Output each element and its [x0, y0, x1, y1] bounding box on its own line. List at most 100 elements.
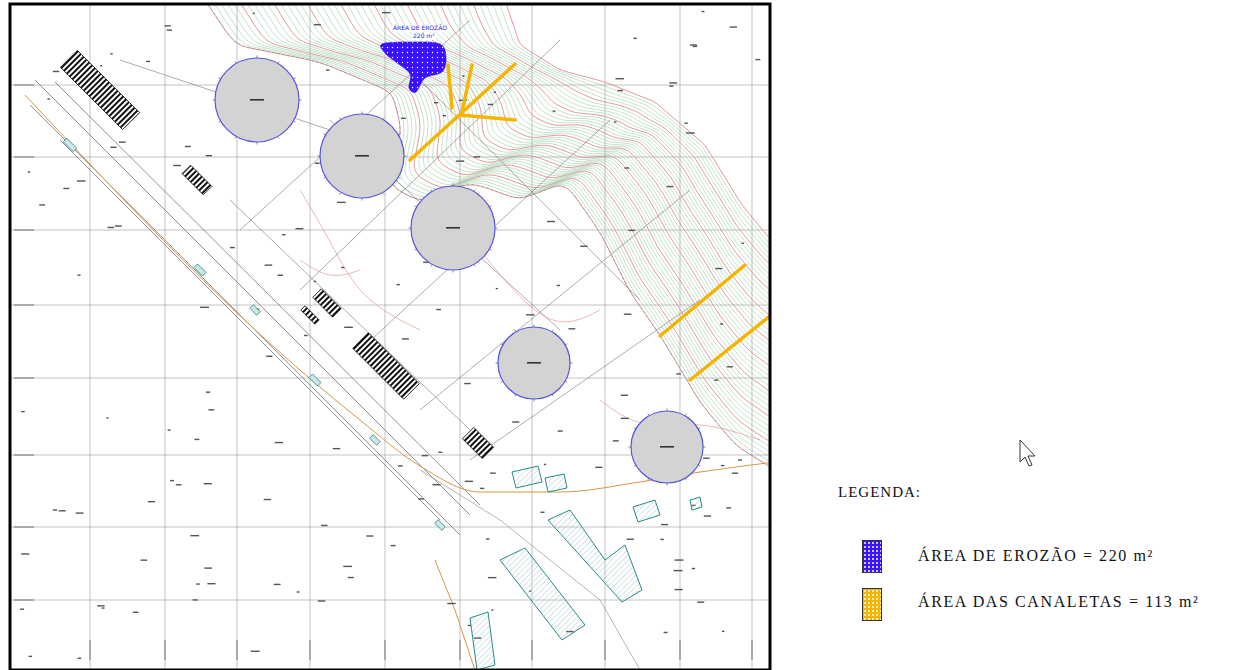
survey-mark [47, 98, 50, 99]
tank-tick [570, 363, 573, 364]
contour-line [265, 5, 769, 425]
contour-line [412, 5, 769, 315]
map-label: 220 m² [412, 33, 436, 40]
tank-tick [629, 447, 632, 448]
contour-line [358, 5, 769, 355]
tank-tick [340, 192, 341, 194]
grid-line [680, 5, 681, 669]
survey-mark [76, 512, 84, 513]
mouse-cursor [1020, 440, 1035, 466]
survey-mark [63, 188, 69, 189]
survey-mark [496, 288, 498, 289]
grid-tick [385, 640, 386, 660]
survey-mark [297, 591, 300, 592]
tank-tag [250, 99, 264, 101]
grid-tick [237, 640, 238, 660]
tank-tick [698, 428, 700, 429]
road-edge [35, 80, 470, 515]
survey-mark [366, 535, 373, 536]
survey-mark [148, 501, 155, 502]
contour-line [325, 5, 769, 380]
survey-mark [146, 61, 150, 62]
survey-mark [21, 411, 25, 412]
grid-tick [605, 640, 606, 660]
survey-mark [275, 442, 283, 443]
tank [320, 114, 404, 198]
map-body [11, 5, 769, 669]
survey-mark [660, 539, 663, 540]
survey-mark [253, 13, 255, 14]
survey-mark [108, 227, 114, 228]
tank-tick [278, 136, 279, 138]
contour-line [405, 5, 769, 320]
survey-mark [721, 465, 724, 466]
survey-mark [282, 234, 285, 235]
survey-mark [474, 156, 480, 157]
hatched-block [301, 306, 319, 324]
tank-tick [474, 189, 475, 191]
grid-line [11, 230, 769, 231]
survey-mark [53, 71, 59, 72]
survey-mark [526, 314, 534, 315]
tank-tick [474, 264, 475, 266]
survey-mark [624, 167, 629, 168]
tank-tick [552, 330, 553, 332]
tank-tick [293, 121, 295, 122]
survey-mark [693, 46, 698, 47]
survey-mark [29, 656, 32, 657]
survey-mark [633, 38, 637, 39]
grid-line [460, 5, 461, 669]
survey-mark [438, 452, 442, 453]
survey-mark [78, 274, 81, 275]
tank-tick [501, 381, 503, 382]
survey-mark [21, 553, 29, 554]
grid-tick [310, 640, 311, 660]
survey-mark [304, 335, 308, 336]
survey-mark [398, 465, 403, 466]
tank [498, 327, 570, 399]
survey-mark [397, 284, 400, 285]
survey-mark [621, 418, 629, 419]
teal-building [470, 612, 495, 669]
survey-mark [690, 44, 697, 45]
teal-building [548, 510, 642, 602]
hatched-block [182, 165, 212, 195]
teal-part [435, 520, 446, 531]
tank-tick [414, 249, 416, 250]
survey-mark [462, 75, 464, 76]
contour-line [292, 5, 769, 405]
survey-mark [447, 603, 455, 604]
road-edge [55, 82, 480, 505]
survey-mark [110, 53, 113, 54]
legend-title: LEGENDA: [838, 484, 921, 501]
survey-mark [251, 651, 260, 652]
canaleta [660, 265, 745, 336]
survey-mark [667, 186, 674, 187]
tank-tick [323, 134, 325, 135]
survey-mark [692, 568, 695, 569]
teal-part [63, 138, 76, 151]
teal-part [250, 305, 261, 316]
survey-mark [669, 82, 677, 83]
property-line [435, 560, 475, 669]
contour-line [272, 5, 769, 420]
hatched-block [60, 50, 139, 129]
canaleta [460, 115, 515, 120]
survey-mark [194, 439, 199, 440]
survey-mark [436, 309, 441, 310]
survey-mark [119, 141, 126, 142]
grid-line [752, 5, 753, 669]
survey-mark [613, 440, 619, 441]
tank-tick [398, 177, 400, 178]
survey-mark [697, 602, 704, 603]
survey-mark [97, 605, 105, 606]
grid-tick [14, 600, 34, 601]
tank-tick [667, 483, 668, 486]
survey-mark [595, 467, 602, 468]
survey-mark [321, 525, 328, 526]
hatched-block [313, 289, 341, 317]
contour-line [205, 5, 769, 470]
survey-mark [264, 499, 271, 500]
survey-mark [418, 498, 424, 499]
